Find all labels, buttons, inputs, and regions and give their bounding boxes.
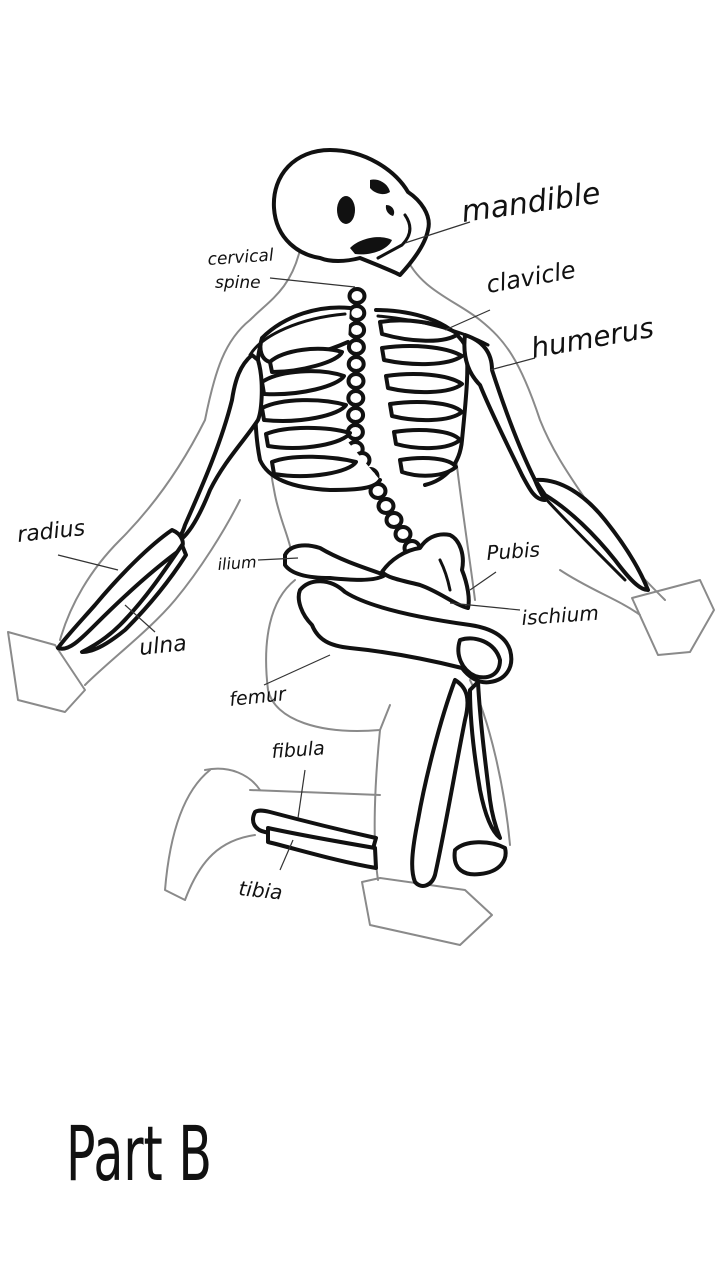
left-arm [56,353,264,654]
label-humerus: humerus [528,311,656,365]
body-outline [7,249,715,946]
label-pubis: Pubis [486,537,541,565]
label-femur: femur [228,683,288,711]
label-ischium: ischium [521,601,600,630]
eye-socket-icon [337,196,355,224]
label-spine: spine [215,273,261,293]
label-ulna: ulna [138,631,188,661]
vertebra [346,389,366,407]
label-mandible: mandible [459,176,602,230]
label-clavicle: clavicle [484,256,578,299]
label-cervical: cervical [207,245,275,270]
vertebra [346,338,366,356]
vertebra [347,287,367,305]
vertebra [346,372,366,390]
left-lower-leg [251,808,378,870]
vertebra [347,321,367,339]
right-arm [462,333,650,592]
label-radius: radius [16,516,86,548]
right-thigh [296,579,514,685]
skull [271,148,431,277]
vertebra [376,497,396,515]
leader-lines [57,221,536,871]
label-ilium: ilium [217,552,257,574]
vertebra [346,355,366,373]
rib-cage [248,305,490,492]
right-lower-leg [410,678,508,888]
label-fibula: fibula [271,737,326,763]
vertebra [346,406,366,424]
vertebra [393,525,413,543]
caption: Part B [66,1109,212,1198]
pelvis [283,532,471,610]
label-tibia: tibia [237,876,283,904]
vertebra [384,511,404,529]
